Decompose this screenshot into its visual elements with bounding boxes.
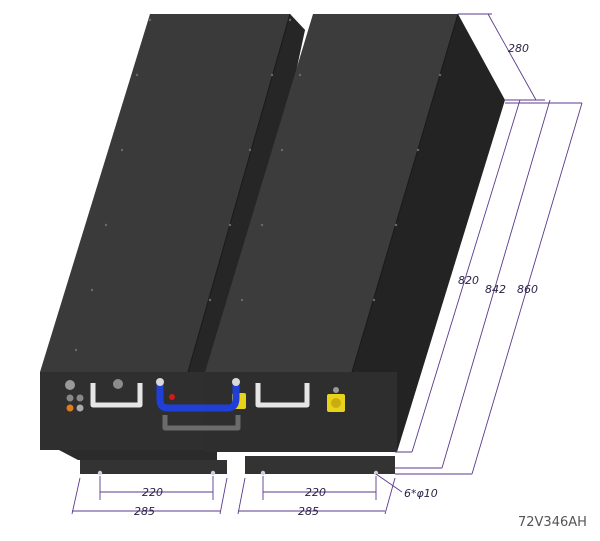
left-gauge-icon [65,380,75,390]
dim-right-hole-span-label: 220 [305,486,326,499]
right-handle-1 [255,383,310,408]
dim-height-inner-label: 820 [458,274,479,287]
mounting-holes [97,470,379,476]
dim-left-width-label: 285 [134,505,155,518]
rivet-dots [74,18,442,352]
right-box-top-face [205,14,458,372]
dim-height-outer-label: 860 [517,283,538,296]
left-box-base-plate [80,460,227,474]
left-handle-1 [90,383,143,408]
dim-holes-label: 6*φ10 [404,487,438,500]
dim-height-mid-label: 842 [485,283,506,296]
right-panel-hardware [255,383,345,412]
bridge-handle [162,415,241,431]
dim-left-hole-span-label: 220 [142,486,163,499]
left-box-edge-line [187,13,291,373]
left-knob-icon [76,404,84,412]
model-label: 72V346AH [518,515,587,530]
left-indicator-icon [66,404,74,412]
right-terminal-icon [333,387,339,393]
left-terminal-icon [113,379,123,389]
right-box-base-plate [245,456,395,474]
dim-depth-label: 280 [508,42,529,55]
left-switch-1-icon [66,394,74,402]
right-box-right-face [352,14,505,452]
left-box-top-face [40,14,305,372]
right-battery-box [205,13,505,474]
dim-right-width-label: 285 [298,505,319,518]
connector-cable [156,378,246,412]
left-switch-2-icon [76,394,84,402]
dimension-lines [71,13,583,515]
left-panel-hardware [65,379,143,412]
right-box-edge-line [351,13,459,373]
